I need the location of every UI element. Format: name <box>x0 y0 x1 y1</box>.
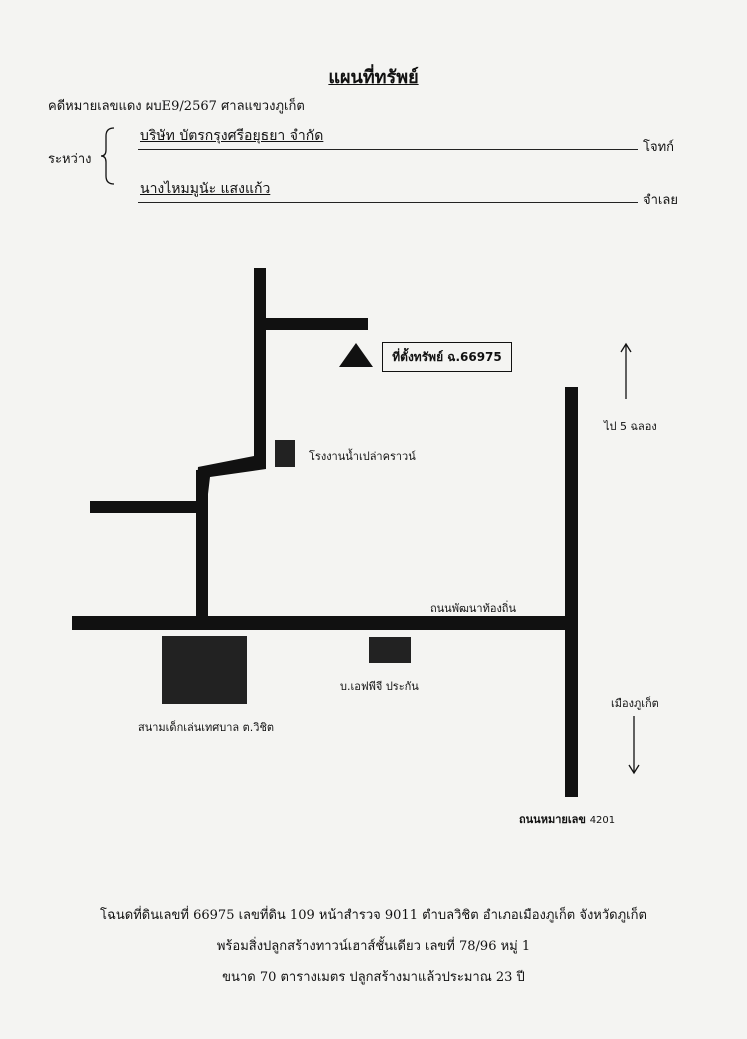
arrow-down-icon <box>628 716 640 775</box>
footer-line-3: ขนาด 70 ตารางเมตร ปลูกสร้างมาแล้วประมาณ … <box>222 970 525 985</box>
playground-area <box>162 636 247 704</box>
main-road-name: ถนนหมายเลข <box>519 813 586 826</box>
road-4201 <box>565 387 578 797</box>
road-phatthana-thongthin <box>72 616 572 630</box>
road-connector <box>196 470 208 626</box>
road-bend <box>196 456 266 494</box>
factory-label: โรงงานน้ำเปล่าคราวน์ <box>309 450 416 463</box>
arrow-up-icon <box>620 342 632 399</box>
plaintiff-underline <box>138 149 638 150</box>
property-marker-icon <box>339 343 373 367</box>
plaintiff-name: บริษัท บัตรกรุงศรีอยุธยา จำกัด <box>140 128 324 144</box>
direction-south-label: เมืองภูเก็ต <box>611 697 659 710</box>
defendant-role: จำเลย <box>643 193 678 208</box>
road-spur-west <box>90 501 200 513</box>
fpg-building <box>369 637 411 663</box>
footer-line-2: พร้อมสิ่งปลูกสร้างทาวน์เฮาส์ชั้นเดียว เล… <box>216 939 531 954</box>
footer-line-1: โฉนดที่ดินเลขที่ 66975 เลขที่ดิน 109 หน้… <box>100 908 647 923</box>
main-road-number: 4201 <box>589 815 616 826</box>
page-title: แผนที่ทรัพย์ <box>328 67 419 88</box>
road-name-label: ถนนพัฒนาท้องถิ่น <box>430 602 516 615</box>
property-label: ที่ตั้งทรัพย์ ฉ.66975 <box>382 342 512 372</box>
plaintiff-role: โจทก์ <box>643 140 675 155</box>
defendant-name: นางไหมมูนัะ แสงแก้ว <box>140 181 271 197</box>
playground-label: สนามเด็กเล่นเทศบาล ต.วิชิต <box>138 721 275 734</box>
road-spur-east <box>260 318 368 330</box>
direction-north-label: ไป 5 ฉลอง <box>604 420 657 433</box>
case-number-line: คดีหมายเลขแดง ผบE9/2567 ศาลแขวงภูเก็ต <box>48 99 305 114</box>
road-north-branch <box>254 268 266 468</box>
brace-icon <box>100 127 115 185</box>
defendant-underline <box>138 202 638 203</box>
fpg-label: บ.เอฟพีจี ประกัน <box>340 680 419 693</box>
between-label: ระหว่าง <box>48 152 92 167</box>
main-road-label: ถนนหมายเลข 4201 <box>519 810 615 828</box>
factory-building <box>275 440 295 467</box>
